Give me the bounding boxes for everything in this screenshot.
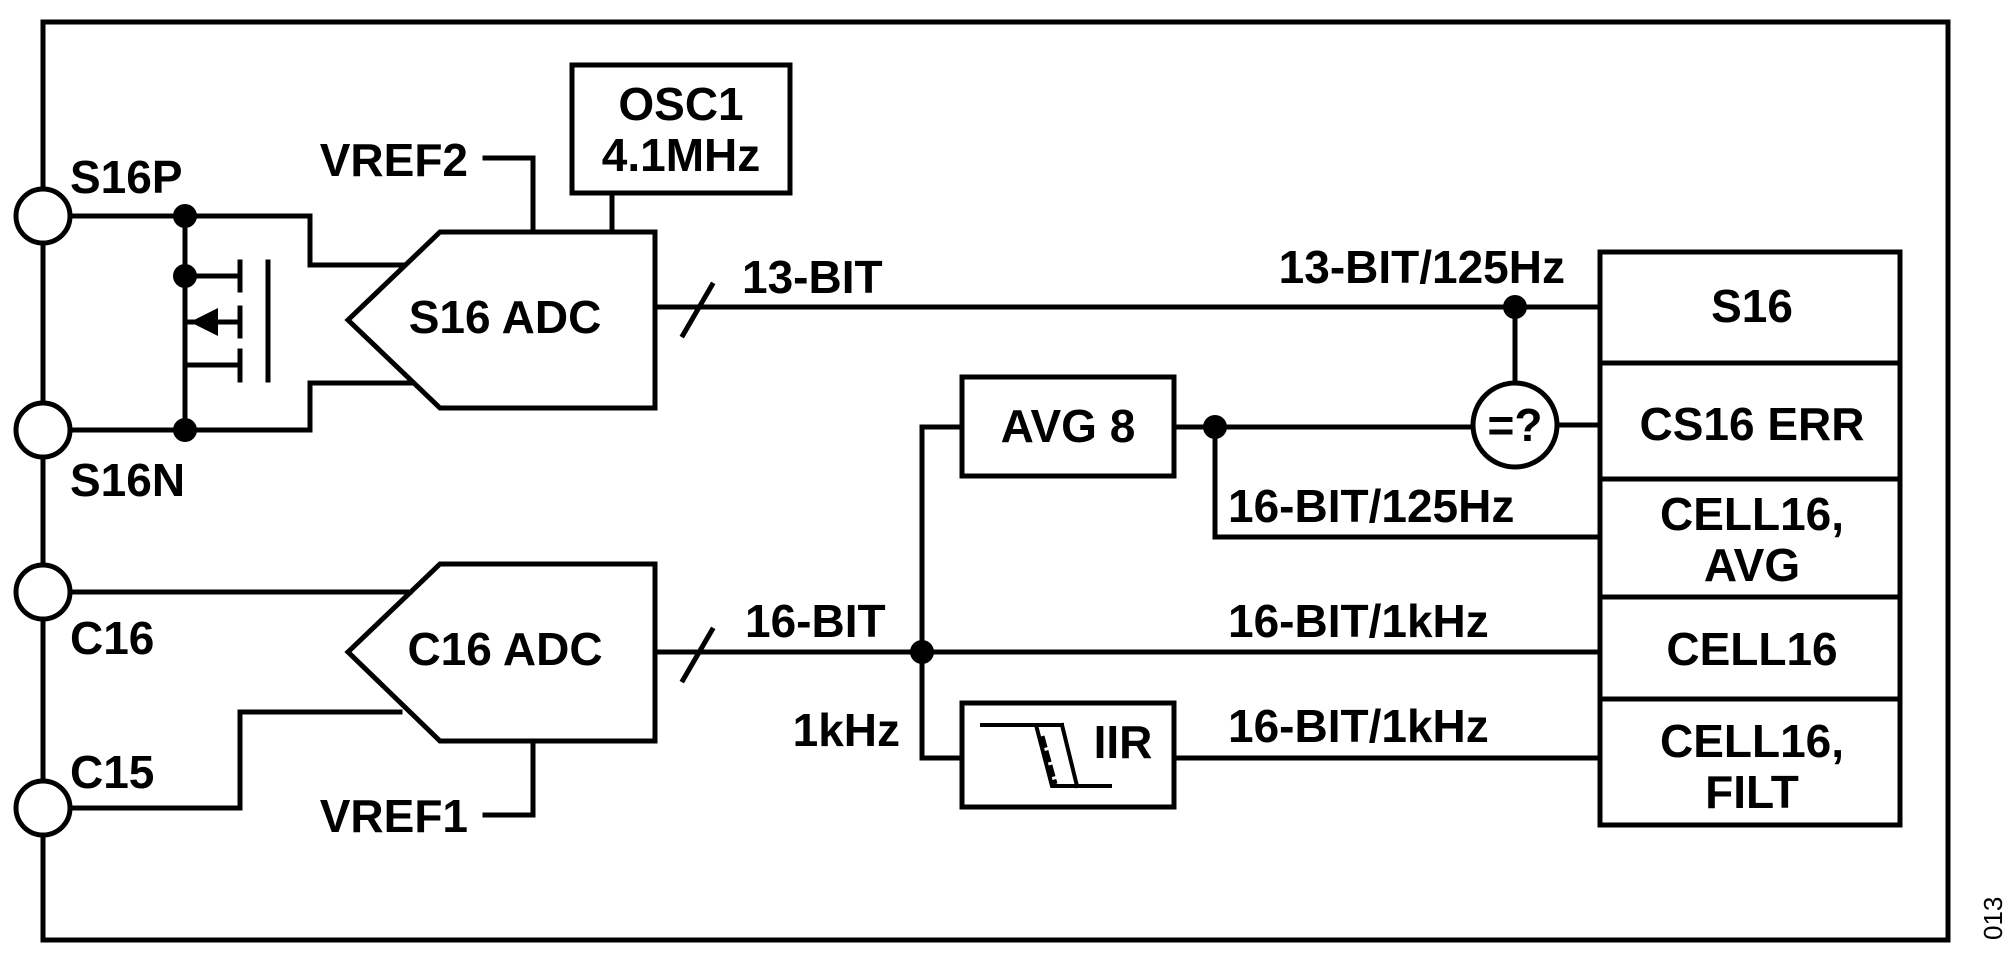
iir-label: IIR bbox=[1094, 716, 1153, 768]
avg-rate-label: 16-BIT/125Hz bbox=[1228, 480, 1514, 532]
filter-icon bbox=[980, 722, 1112, 789]
pin-label-c16: C16 bbox=[70, 612, 154, 664]
register-label: CELL16 bbox=[1666, 623, 1837, 675]
vref2-label: VREF2 bbox=[320, 134, 468, 186]
pin-c16: C16 bbox=[13, 562, 154, 664]
c15-wire bbox=[67, 709, 403, 811]
pin-circle bbox=[13, 562, 73, 622]
pin-s16n: S16N bbox=[13, 400, 185, 506]
osc1-label: OSC1 bbox=[618, 78, 743, 130]
figure-id: 013 bbox=[1978, 897, 2008, 940]
register-label: CELL16, bbox=[1660, 488, 1844, 540]
junction-dot bbox=[173, 204, 197, 228]
osc1-block: OSC1 4.1MHz bbox=[569, 62, 793, 235]
cell-rate-label: 16-BIT/1kHz bbox=[1228, 595, 1489, 647]
c16-clock-label: 1kHz bbox=[793, 704, 900, 756]
bus-slash-icon bbox=[679, 626, 716, 684]
register-cell16-filt bbox=[1597, 696, 1903, 828]
register-label: S16 bbox=[1711, 280, 1793, 332]
vref1-wire bbox=[482, 738, 536, 818]
pin-c15: C15 bbox=[13, 746, 154, 838]
vref1-label: VREF1 bbox=[320, 790, 468, 842]
pin-s16p: S16P bbox=[13, 151, 183, 246]
pin-circle bbox=[13, 400, 73, 460]
avg8-block: AVG 8 bbox=[959, 374, 1177, 479]
register-s16 bbox=[1597, 249, 1903, 366]
compare-label: =? bbox=[1488, 399, 1543, 451]
filt-rate-label: 16-BIT/1kHz bbox=[1228, 700, 1489, 752]
compare-block: =? bbox=[1470, 380, 1603, 470]
s16-bits-label: 13-BIT bbox=[742, 251, 883, 303]
pin-label-c15: C15 bbox=[70, 746, 154, 798]
s16-adc-block: S16 ADC bbox=[344, 229, 658, 411]
avg8-label: AVG 8 bbox=[1001, 400, 1136, 452]
register-label-line2: FILT bbox=[1705, 766, 1799, 818]
register-label: CELL16, bbox=[1660, 715, 1844, 767]
sense-transistor bbox=[67, 204, 413, 442]
register-label: CS16 ERR bbox=[1640, 398, 1865, 450]
iir-filter-block: IIR bbox=[959, 700, 1177, 810]
pin-circle bbox=[13, 778, 73, 838]
s16-rate-label: 13-BIT/125Hz bbox=[1279, 241, 1565, 293]
vref2-wire bbox=[482, 155, 536, 235]
arrow-icon bbox=[190, 308, 218, 336]
pin-label-s16n: S16N bbox=[70, 454, 185, 506]
s16-adc-label: S16 ADC bbox=[409, 291, 602, 343]
c16-adc-label: C16 ADC bbox=[407, 623, 602, 675]
register-label-line2: AVG bbox=[1704, 539, 1800, 591]
bus-slash-icon bbox=[679, 281, 716, 339]
register-stack: S16 CS16 ERR CELL16, AVG CELL16 CELL16, … bbox=[1597, 249, 1903, 828]
register-cs16-err bbox=[1597, 360, 1903, 482]
osc1-frequency: 4.1MHz bbox=[602, 129, 760, 181]
chip-boundary bbox=[40, 19, 1951, 943]
pin-circle bbox=[13, 186, 73, 246]
pin-label-s16p: S16P bbox=[70, 151, 183, 203]
c16-adc-block: C16 ADC bbox=[344, 561, 658, 744]
c16-bits-label: 16-BIT bbox=[745, 595, 886, 647]
